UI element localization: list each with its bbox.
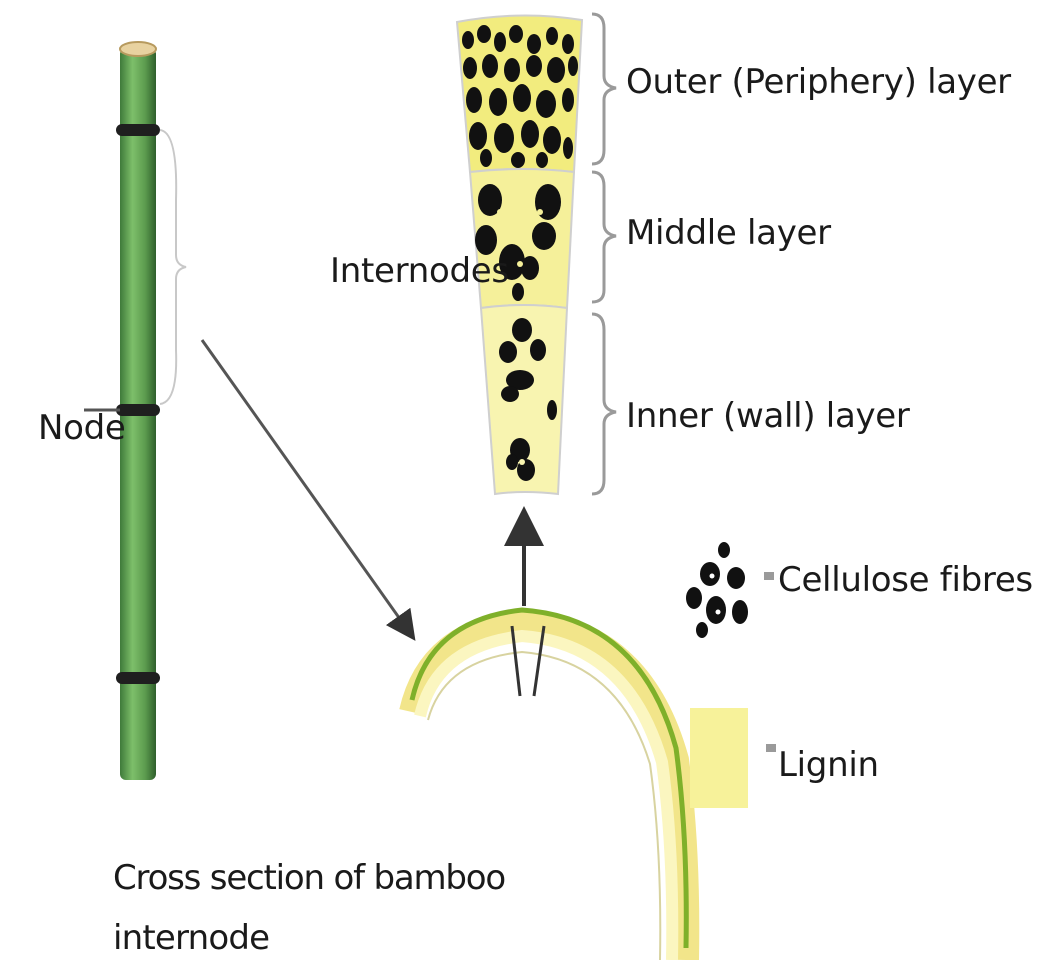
wedge-section <box>455 14 584 496</box>
lignin-legend-label: Lignin <box>778 745 879 785</box>
cellulose-legend-label: Cellulose fibres <box>778 560 1033 600</box>
lignin-swatch-icon <box>690 708 748 808</box>
cellulose-legend-marker <box>764 572 774 580</box>
middle-layer-label: Middle layer <box>626 213 831 253</box>
outer-layer-brace <box>591 12 617 166</box>
cross-section-caption-line2: internode <box>113 918 270 958</box>
node-label: Node <box>38 408 126 448</box>
inner-layer-label: Inner (wall) layer <box>626 396 910 436</box>
internodes-label: Internodes <box>330 251 509 291</box>
middle-layer-brace <box>591 170 617 304</box>
inner-cellulose-fibres <box>499 318 557 481</box>
layer-braces <box>591 12 617 496</box>
bamboo-stem <box>116 41 160 780</box>
outer-cellulose-fibres <box>462 25 578 168</box>
stem-node-ring-3 <box>116 672 160 684</box>
stem-node-ring-2 <box>116 404 160 416</box>
cellulose-fibre-cluster-icon <box>686 542 748 638</box>
stem-node-ring-1 <box>116 124 160 136</box>
cross-section-caption-line1: Cross section of bamboo <box>113 858 506 898</box>
inner-layer-brace <box>591 312 617 496</box>
lignin-legend-marker <box>766 744 776 752</box>
stem-to-section-arrow <box>200 339 416 641</box>
internode-brace <box>159 129 187 405</box>
outer-layer-label: Outer (Periphery) layer <box>626 62 1011 102</box>
cross-section-arc <box>399 607 700 960</box>
middle-cellulose-fibres <box>475 184 561 301</box>
